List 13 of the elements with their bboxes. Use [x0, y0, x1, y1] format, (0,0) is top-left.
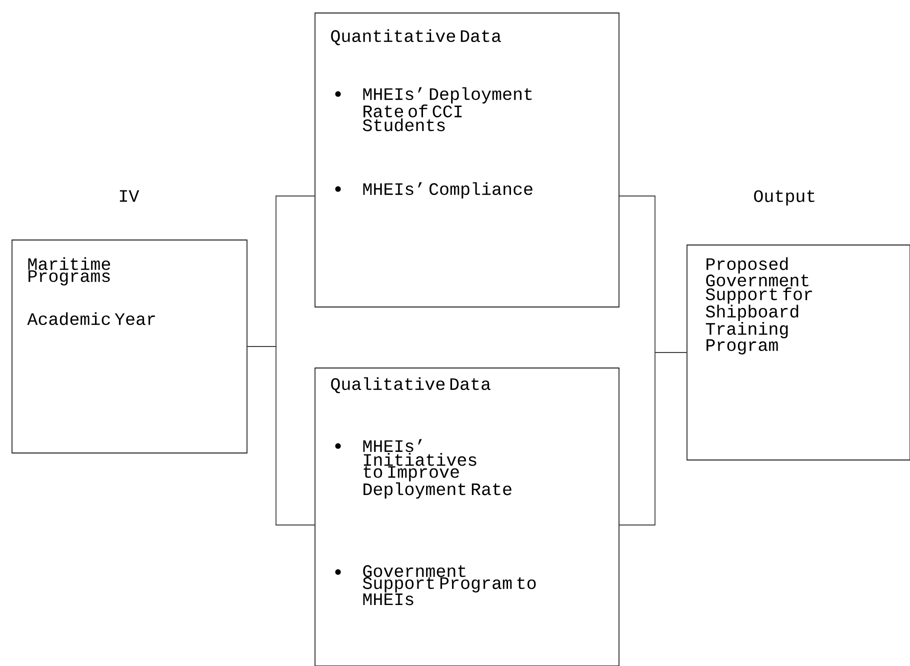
column-heading: IV	[120, 190, 140, 202]
column-heading: Output	[754, 190, 814, 206]
box-text: Qualitative Data	[331, 377, 490, 394]
connector	[619, 352, 687, 526]
bullet-text: Government Support Program to MHEIs	[362, 565, 536, 606]
box-text: Maritime Programs	[28, 257, 110, 286]
bullet-text: MHEIs’ Deployment Rate of CCI Students	[362, 87, 532, 132]
bullet-text: MHEIs’ Compliance	[363, 182, 532, 199]
box-text: Proposed Government Support for Shipboard Training Program	[706, 257, 812, 354]
box-text: Academic Year	[27, 312, 155, 326]
connector	[247, 346, 315, 526]
box-text: Quantitative Data	[331, 29, 501, 46]
bullet-text: MHEIs’ Initiatives to Improve Deployment Rate	[363, 439, 512, 499]
